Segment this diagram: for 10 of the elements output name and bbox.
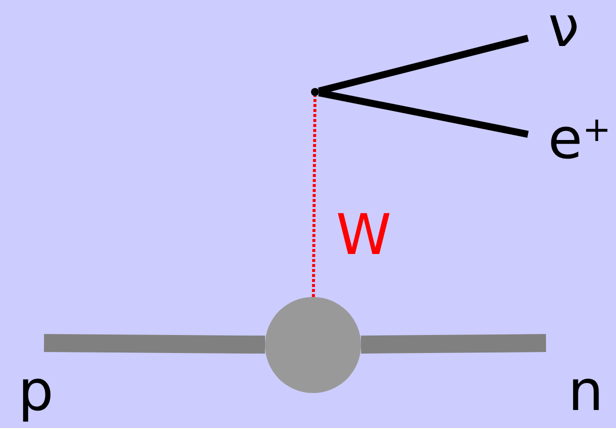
particle-line [360, 334, 546, 354]
particle-line [318, 34, 529, 94]
particle-line [44, 334, 266, 354]
particle-line [318, 89, 529, 138]
particle-label: ν [528, 0, 600, 58]
particle-label: n [568, 362, 604, 422]
boson-line [312, 96, 316, 298]
particle-label: p [18, 362, 54, 422]
particle-label: e$^{+}$ [528, 112, 616, 174]
edge-label: W [336, 206, 392, 266]
